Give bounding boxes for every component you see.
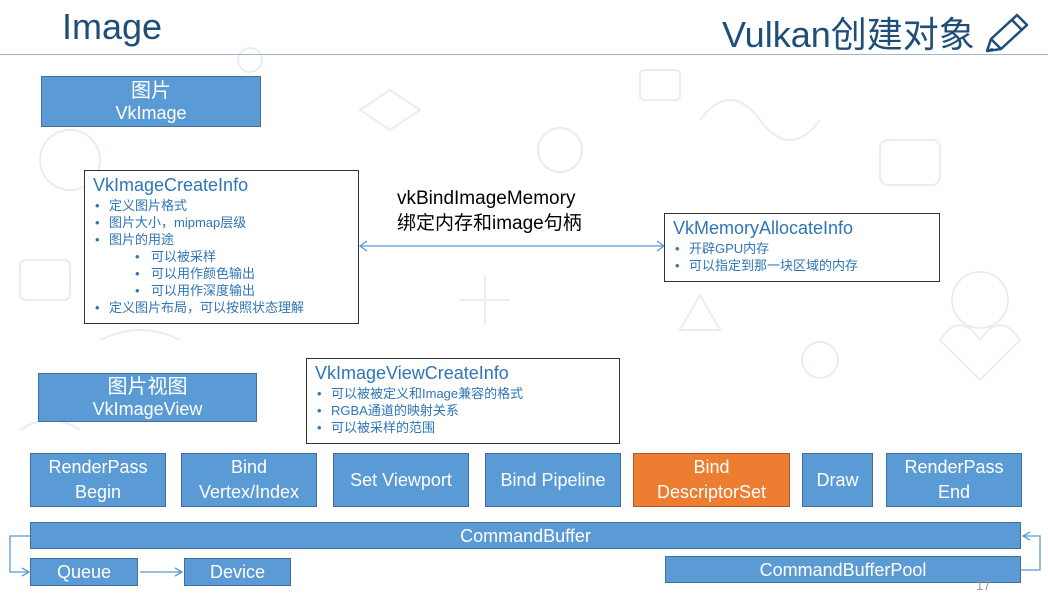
list-item: RGBA通道的映射关系 — [315, 402, 611, 419]
bind-arrow-icon — [358, 240, 666, 252]
list-item: 图片的用途 — [93, 231, 350, 248]
list-item: 定义图片格式 — [93, 197, 350, 214]
connector-arrows-icon — [9, 531, 1041, 577]
step-set-viewport[interactable]: Set Viewport — [333, 453, 469, 507]
step-label: DescriptorSet — [656, 482, 767, 502]
step-draw[interactable]: Draw — [802, 453, 873, 507]
bind-memory-desc: 绑定内存和image句柄 — [397, 213, 582, 234]
step-label: RenderPass — [48, 457, 148, 477]
list-item: 定义图片布局，可以按照状态理解 — [93, 299, 350, 316]
list-subitem: 可以被采样 — [93, 248, 350, 265]
list-item: 可以指定到那一块区域的内存 — [673, 257, 931, 274]
command-buffer-pool-box[interactable]: CommandBufferPool — [665, 556, 1021, 583]
vkimage-box[interactable]: 图片 VkImage — [41, 76, 261, 127]
pencil-icon — [985, 13, 1029, 53]
device-box[interactable]: Device — [184, 558, 291, 586]
memory-allocate-info-box: VkMemoryAllocateInfo 开辟GPU内存 可以指定到那一块区域的… — [664, 213, 940, 282]
device-label: Device — [209, 562, 266, 582]
page-title: Image — [62, 6, 163, 47]
vkimage-box-cn: 图片 — [131, 79, 171, 102]
step-label: Begin — [74, 482, 122, 502]
step-bind-pipeline[interactable]: Bind Pipeline — [485, 453, 621, 507]
vkimageview-box[interactable]: 图片视图 VkImageView — [38, 373, 257, 422]
page-number: 17 — [976, 578, 991, 593]
step-renderpass-end[interactable]: RenderPass End — [886, 453, 1022, 507]
memory-allocate-info-title: VkMemoryAllocateInfo — [673, 218, 854, 238]
image-create-info-title: VkImageCreateInfo — [93, 175, 249, 195]
step-renderpass-begin[interactable]: RenderPass Begin — [30, 453, 166, 507]
step-label: Set Viewport — [350, 469, 452, 490]
bind-memory-function: vkBindImageMemory — [397, 188, 576, 209]
image-create-info-box: VkImageCreateInfo 定义图片格式 图片大小，mipmap层级 图… — [84, 170, 359, 324]
vkimageview-box-en: VkImageView — [92, 398, 203, 419]
image-view-create-info-title: VkImageViewCreateInfo — [315, 363, 509, 383]
step-label: Bind Pipeline — [500, 469, 606, 490]
step-label: Bind — [230, 457, 268, 477]
command-buffer-bar[interactable]: CommandBuffer — [30, 522, 1021, 549]
image-view-create-info-box: VkImageViewCreateInfo 可以被被定义和Image兼容的格式 … — [306, 358, 620, 444]
vkimage-box-en: VkImage — [115, 102, 187, 123]
queue-box[interactable]: Queue — [30, 558, 138, 586]
list-item: 可以被被定义和Image兼容的格式 — [315, 385, 611, 402]
step-label: Vertex/Index — [198, 482, 300, 502]
queue-label: Queue — [56, 562, 112, 582]
step-label: RenderPass — [904, 457, 1004, 477]
list-subitem: 可以用作深度输出 — [93, 282, 350, 299]
list-item: 可以被采样的范围 — [315, 419, 611, 436]
section-title: Vulkan创建对象 — [722, 6, 1031, 58]
list-item: 图片大小，mipmap层级 — [93, 214, 350, 231]
bind-memory-label: vkBindImageMemory 绑定内存和image句柄 — [397, 186, 582, 236]
section-title-text: Vulkan创建对象 — [722, 14, 975, 55]
list-subitem: 可以用作颜色输出 — [93, 265, 350, 282]
command-buffer-pool-label: CommandBufferPool — [759, 559, 927, 580]
step-label: Bind — [693, 457, 730, 477]
title-divider — [0, 54, 1048, 55]
vkimageview-box-cn: 图片视图 — [107, 375, 188, 398]
list-item: 开辟GPU内存 — [673, 240, 931, 257]
step-bind-vertex-index[interactable]: Bind Vertex/Index — [181, 453, 317, 507]
step-bind-descriptorset[interactable]: Bind DescriptorSet — [633, 453, 790, 507]
step-label: Draw — [816, 469, 859, 490]
command-buffer-label: CommandBuffer — [460, 525, 591, 546]
step-label: End — [937, 482, 971, 502]
